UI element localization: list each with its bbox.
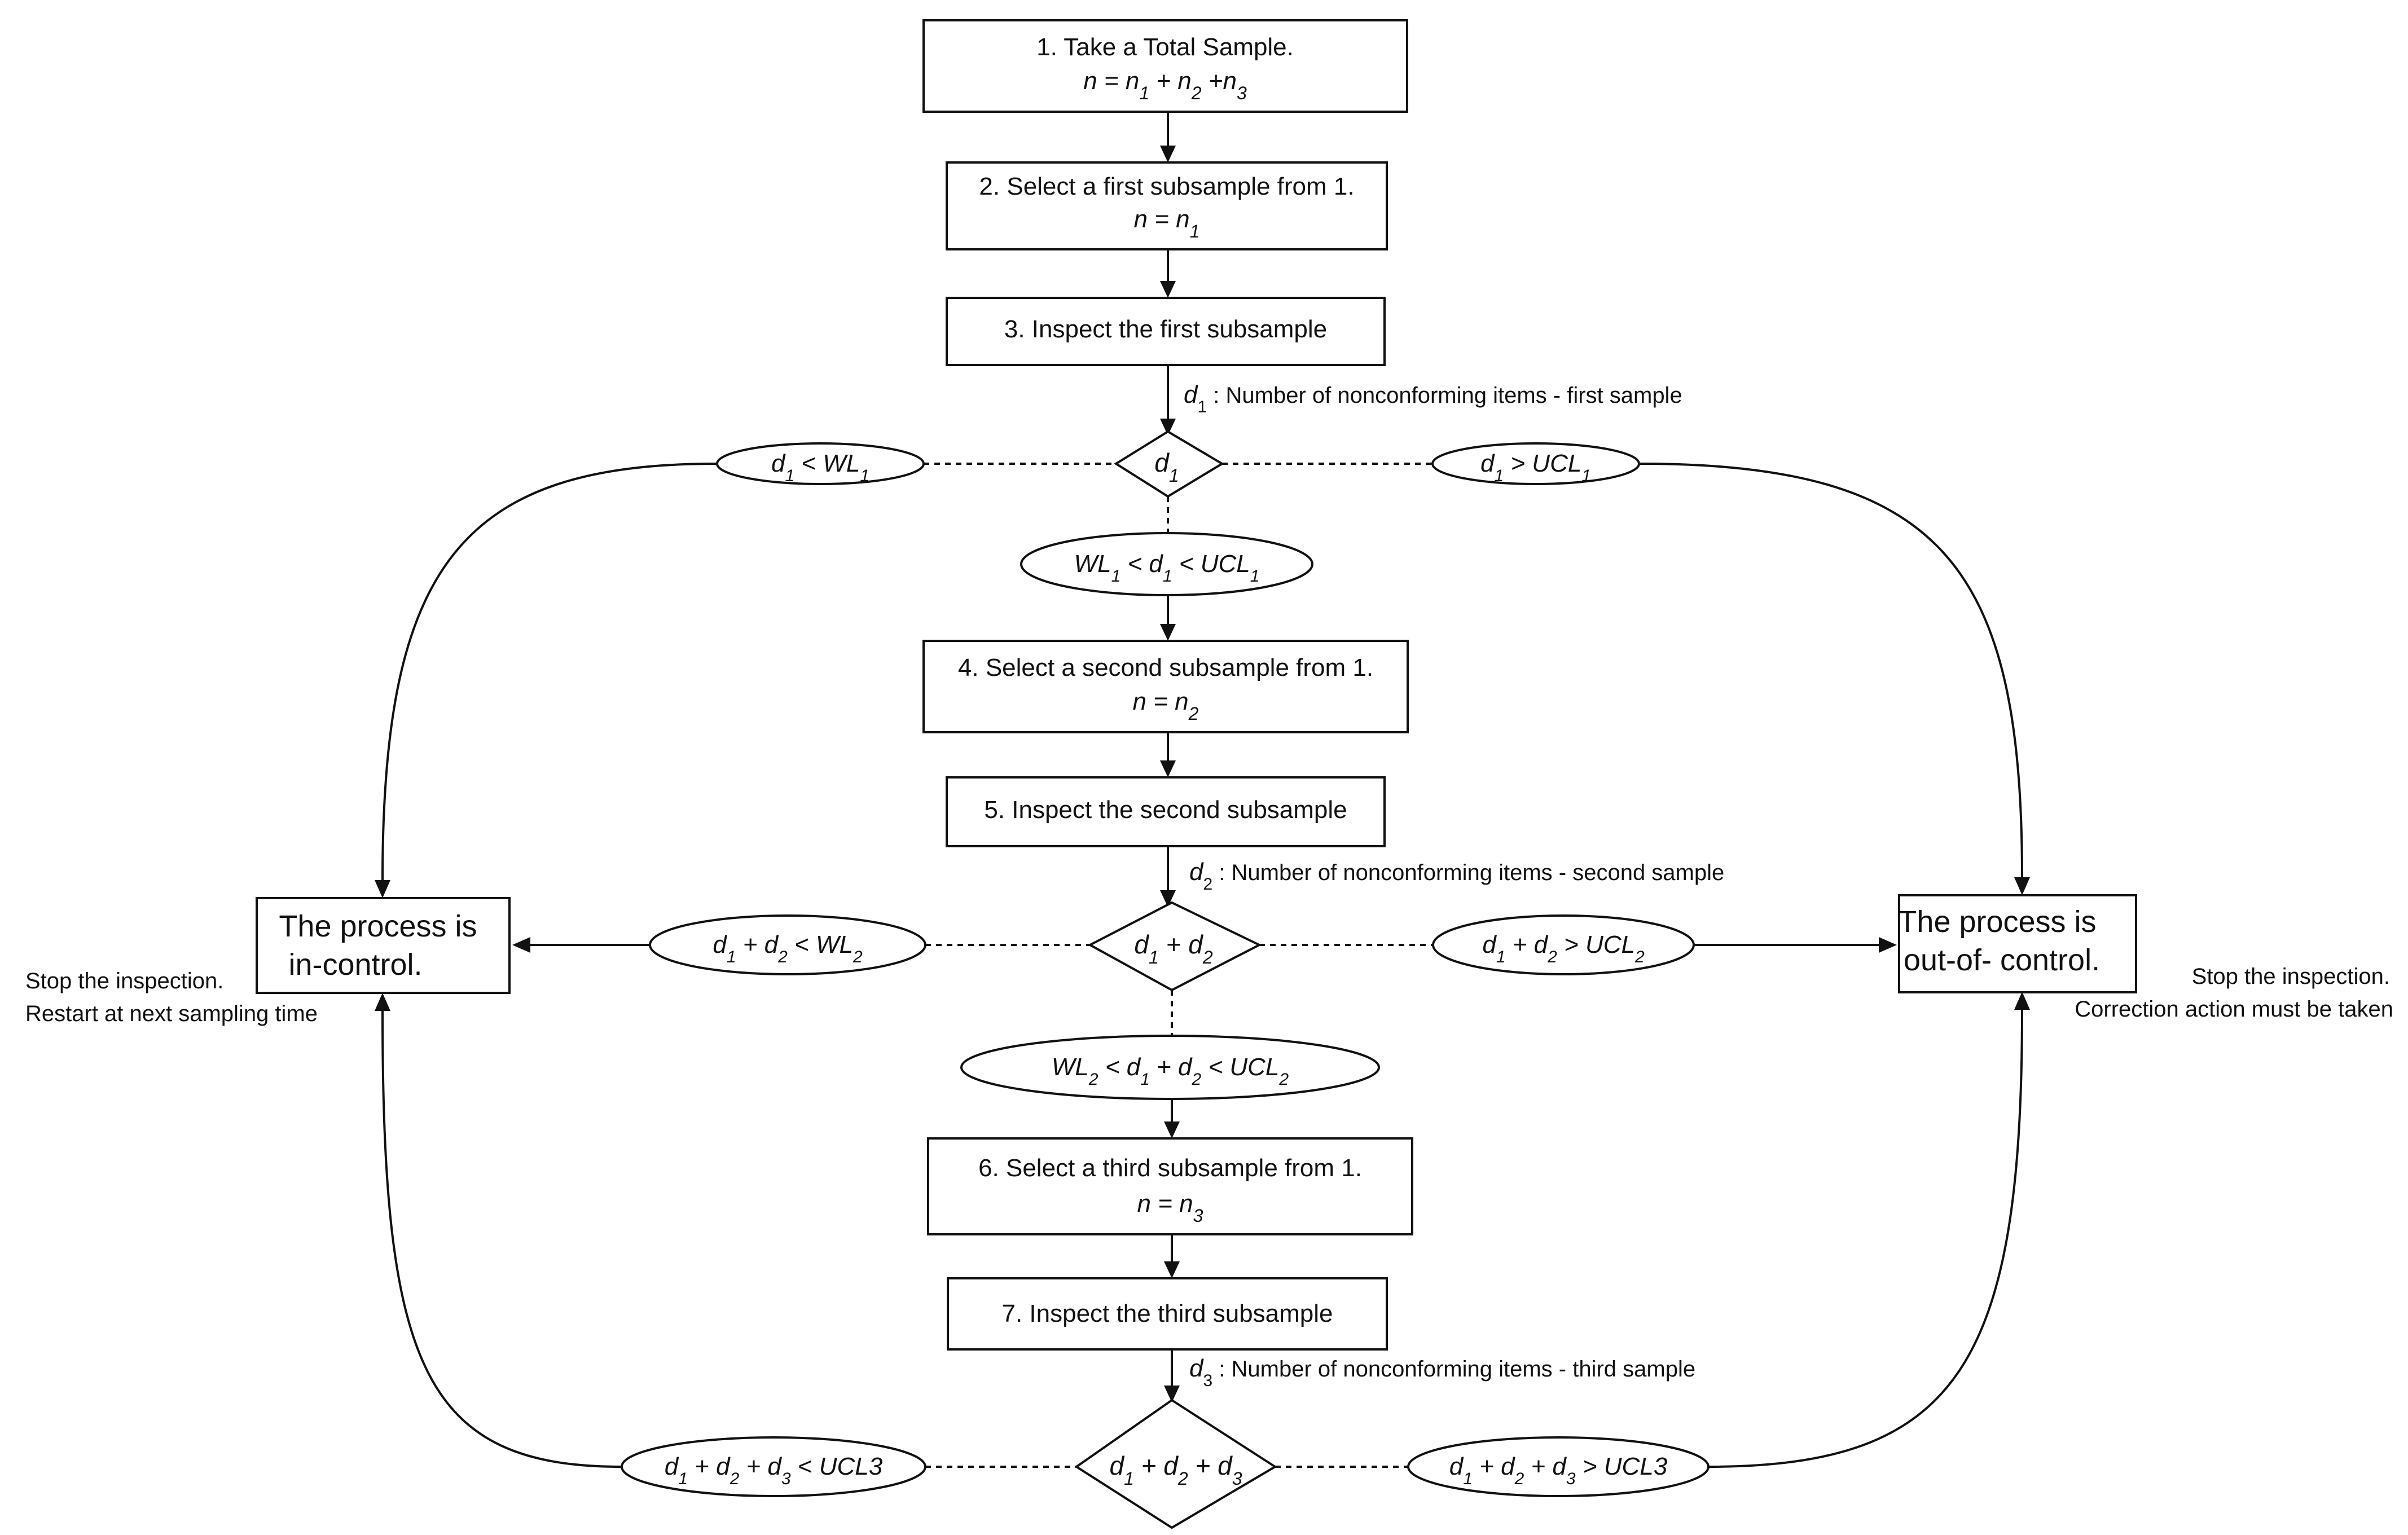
arrow-c2left-incontrol-head: [512, 937, 530, 953]
decision-d2: d1 + d2: [1087, 901, 1262, 992]
outcome-out-of-control-note2: Correction action must be taken: [2075, 997, 2393, 1022]
curve-c1right-outcontrol: [1638, 463, 2023, 878]
curve-c1right-outcontrol-head: [2014, 877, 2030, 895]
condition-c2-mid: WL2 < d1 + d2 < UCL2: [960, 1035, 1380, 1100]
condition-c1-right: d1 > UCL1: [1431, 442, 1640, 485]
outcome-out-of-control-note1: Stop the inspection.: [2192, 964, 2390, 989]
step-1-box: 1. Take a Total Sample. n = n1 + n2 +n3: [922, 19, 1408, 113]
outcome-in-control-line2: in-control.: [288, 948, 422, 982]
arrow-s1-s2-head: [1160, 146, 1176, 162]
curve-c3right-outcontrol: [1708, 1009, 2023, 1468]
curve-c3left-incontrol-head: [375, 993, 390, 1011]
condition-c1-mid-label: WL1 < d1 < UCL1: [1074, 550, 1260, 586]
step-5-title: 5. Inspect the second subsample: [984, 796, 1347, 824]
outcome-out-of-control-line1: The process is: [1898, 905, 2096, 939]
arrow-s6-s7-head: [1164, 1261, 1180, 1278]
condition-c1-left: d1 < WL1: [716, 442, 925, 485]
decision-d1: d1: [1114, 430, 1224, 498]
decision-d3: d1 + d2 + d3: [1074, 1398, 1277, 1529]
step-4-box: 4. Select a second subsample from 1. n =…: [922, 640, 1409, 733]
curve-c1left-incontrol: [381, 463, 717, 881]
step-7-title: 7. Inspect the third subsample: [1002, 1300, 1333, 1327]
arrow-c1mid-s4-head: [1160, 624, 1176, 641]
curve-c3left-incontrol: [381, 1010, 622, 1468]
arrow-s3-d1-head: [1160, 419, 1176, 436]
condition-c2-mid-label: WL2 < d1 + d2 < UCL2: [1052, 1053, 1289, 1089]
condition-c1-left-label: d1 < WL1: [771, 450, 869, 485]
step-6-title: 6. Select a third subsample from 1.: [978, 1154, 1362, 1182]
decision-d2-label: d1 + d2: [1134, 930, 1212, 967]
condition-c2-right-label: d1 + d2 > UCL2: [1482, 931, 1645, 966]
condition-c2-left: d1 + d2 < WL2: [649, 914, 926, 975]
annotation-d2: d2 : Number of nonconforming items - sec…: [1189, 858, 1724, 894]
decision-d3-label: d1 + d2 + d3: [1109, 1451, 1242, 1489]
arrow-s5-d2-head: [1160, 890, 1176, 907]
condition-c1-right-label: d1 > UCL1: [1480, 450, 1591, 485]
outcome-in-control-note1: Stop the inspection.: [25, 969, 223, 993]
outcome-in-control-line1: The process is: [279, 909, 477, 943]
outcome-in-control: The process is in-control.: [256, 897, 511, 994]
condition-c3-left: d1 + d2 + d3 < UCL3: [621, 1436, 926, 1497]
curve-c1left-incontrol-head: [375, 880, 390, 898]
step-3-box: 3. Inspect the first subsample: [946, 297, 1386, 366]
condition-c1-mid: WL1 < d1 < UCL1: [1020, 532, 1313, 596]
outcome-in-control-note2: Restart at next sampling time: [25, 1001, 318, 1026]
step-5-box: 5. Inspect the second subsample: [946, 776, 1386, 847]
step-1-formula: n = n1 + n2 +n3: [1083, 67, 1247, 103]
decision-d1-label: d1: [1154, 448, 1179, 486]
condition-c3-right-label: d1 + d2 + d3 > UCL3: [1449, 1453, 1668, 1488]
condition-c2-right: d1 + d2 > UCL2: [1432, 914, 1695, 975]
step-6-box: 6. Select a third subsample from 1. n = …: [927, 1137, 1413, 1235]
condition-c3-right: d1 + d2 + d3 > UCL3: [1407, 1436, 1710, 1497]
arrow-c2right-outcontrol-head: [1879, 937, 1897, 953]
step-7-box: 7. Inspect the third subsample: [947, 1277, 1388, 1351]
step-2-formula: n = n1: [1134, 205, 1200, 241]
arrow-s4-s5-head: [1160, 760, 1176, 777]
condition-c2-left-label: d1 + d2 < WL2: [713, 931, 863, 966]
step-1-title: 1. Take a Total Sample.: [1036, 33, 1294, 61]
arrow-s2-s3-head: [1160, 281, 1176, 298]
annotation-d3: d3 : Number of nonconforming items - thi…: [1189, 1354, 1695, 1390]
curve-c3right-outcontrol-head: [2014, 992, 2030, 1010]
step-3-title: 3. Inspect the first subsample: [1004, 315, 1327, 343]
annotation-d1: d1 : Number of nonconforming items - fir…: [1184, 381, 1682, 416]
arrow-c2mid-s6-head: [1164, 1121, 1180, 1138]
step-4-formula: n = n2: [1133, 688, 1199, 724]
outcome-out-of-control: The process is out-of- control.: [1898, 894, 2137, 993]
step-4-title: 4. Select a second subsample from 1.: [958, 654, 1373, 681]
connectors: [375, 112, 2030, 1468]
arrow-s7-d3-head: [1164, 1386, 1180, 1402]
step-2-title: 2. Select a first subsample from 1.: [979, 173, 1354, 200]
step-2-box: 2. Select a first subsample from 1. n = …: [946, 161, 1388, 250]
outcome-out-of-control-line2: out-of- control.: [1904, 943, 2100, 977]
step-6-formula: n = n3: [1137, 1190, 1203, 1226]
condition-c3-left-label: d1 + d2 + d3 < UCL3: [665, 1453, 883, 1488]
